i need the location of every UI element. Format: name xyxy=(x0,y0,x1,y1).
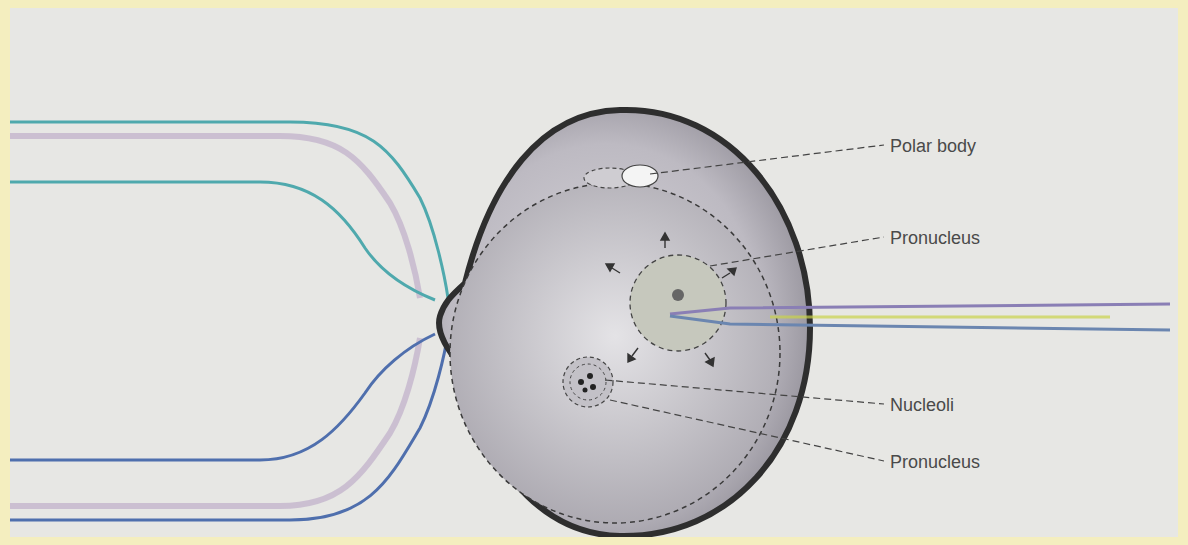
zygote-illustration xyxy=(10,8,1178,537)
part-label: Pronucleus xyxy=(888,228,982,248)
part-label: Polar body xyxy=(888,136,978,156)
part-label: Nucleoli xyxy=(888,395,956,415)
part-label: Pronucleus xyxy=(888,452,982,472)
diagram-ground: Polar bodyPronucleusNucleoliPronucleus xyxy=(10,8,1178,537)
